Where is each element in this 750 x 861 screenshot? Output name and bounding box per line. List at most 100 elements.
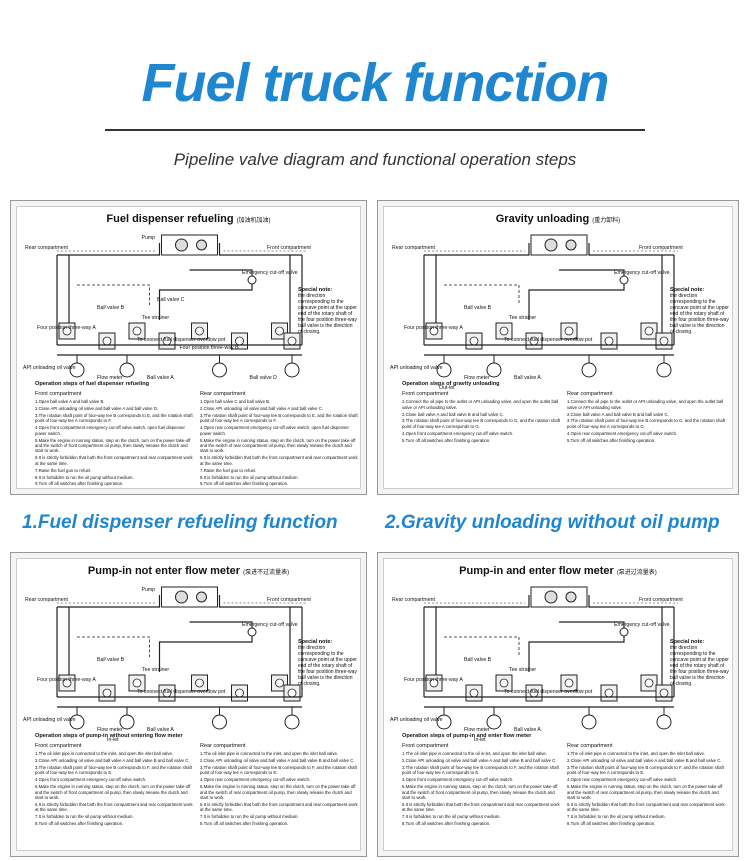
step-item: 3.The rotation shaft point of four-way t…	[402, 418, 561, 429]
label-pump: Pump	[141, 587, 156, 593]
label-tee: Tee strainer	[509, 315, 537, 321]
label-front: Front compartment	[639, 245, 683, 251]
step-item: 1.Open ball valve A and ball valve B.	[35, 399, 105, 405]
step-item: 5.Turn off all switches after finishing …	[567, 437, 656, 443]
operation-steps: Operation steps of pump-in without enter…	[35, 733, 358, 826]
step-item: 6.It is strictly forbidden that both the…	[567, 801, 725, 813]
label-ball-d: Ball valve D	[249, 375, 277, 381]
ball-valve-icon	[235, 688, 244, 698]
return-pipe	[444, 636, 520, 657]
emergency-valve-icon	[247, 275, 257, 285]
label-flow: Flow meter	[97, 727, 123, 733]
ball-valve-icon	[604, 336, 614, 346]
label-fourway: Four position three-way A	[37, 325, 96, 331]
label-fourway: Four position three-way A	[404, 677, 463, 683]
label-inlet: In-let	[107, 737, 119, 743]
label-connect: To connect fuel dispenser overflow pot	[504, 689, 593, 695]
flow-meter-icon	[581, 362, 597, 378]
pump-motor-icon	[196, 591, 207, 603]
pipe-diagram	[56, 234, 306, 378]
step-item: 8.It is forbidden to run the oil pump wi…	[35, 474, 134, 480]
right-pipe	[289, 607, 303, 697]
bottom-manifold	[57, 696, 302, 708]
step-item: 8.Turn off all switches after finishing …	[200, 821, 289, 827]
step-item: 6.It is strictly forbidden that both the…	[402, 801, 560, 813]
right-pipe	[661, 255, 675, 345]
left-pipe	[56, 607, 70, 697]
label-pump: Pump	[141, 235, 156, 241]
ball-valve-icon	[499, 678, 509, 688]
step-item: 7.It is forbidden to run the oil pump wi…	[35, 814, 134, 820]
front-compartment-head: Front compartment	[35, 743, 82, 749]
step-item: 1.Open ball valve C and ball valve B.	[200, 399, 271, 405]
left-pipe	[423, 255, 437, 345]
label-ball-b: Ball valve B	[97, 305, 125, 311]
step-item: 3.The rotation shaft point of four-way t…	[200, 765, 357, 776]
label-rear: Rear compartment	[25, 597, 68, 603]
ball-valve-icon	[659, 688, 669, 698]
step-item: 4.Open front compartment emergency cut-o…	[402, 430, 514, 436]
step-item: 1.The oil inlet pipe is connected to the…	[35, 751, 174, 757]
label-ball-b: Ball valve B	[97, 657, 125, 663]
label-tee: Tee strainer	[509, 667, 537, 673]
flow-meter-icon	[212, 362, 227, 378]
pump-motor-icon	[565, 591, 577, 603]
special-note-text: the direction corresponding to the conca…	[670, 293, 729, 335]
special-note-text: the direction corresponding to the conca…	[670, 645, 729, 687]
ball-valve-icon	[644, 678, 654, 688]
operation-steps-title: Operation steps of gravity unloading	[402, 381, 500, 387]
panel-title-text: Pump-in not enter flow meter	[87, 565, 241, 577]
panel-sheet: Pump-in not enter flow meter(泵进不过流量表)Rea…	[16, 558, 361, 851]
step-item: 3.The rotation shaft point of four-way t…	[35, 765, 192, 776]
panel-title-text: Gravity unloading	[495, 213, 590, 225]
step-item: 5.Make the engine in running status, ste…	[200, 437, 356, 454]
panel-title-cn: (加油机加油)	[236, 218, 271, 224]
label-ball-a: Ball valve A	[514, 375, 541, 381]
step-item: 6.It is strictly forbidden that both the…	[200, 455, 358, 466]
panel-title: Pump-in and enter flow meter(泵进过流量表)	[384, 565, 732, 577]
label-api: API unloading oil valve	[390, 365, 443, 371]
step-item: 3.The rotation shaft point of four-way t…	[567, 765, 724, 776]
ball-valve-icon	[235, 336, 244, 346]
label-connect: To connect fuel dispenser overflow pot	[137, 337, 226, 343]
step-item: 7.It is forbidden to run the oil pump wi…	[567, 814, 666, 820]
step-item: 2.Close API unloading oil valve and ball…	[200, 758, 355, 764]
pump-icon	[544, 238, 558, 252]
panel-sheet: Pump-in and enter flow meter(泵进过流量表)Rear…	[383, 558, 733, 851]
panel-sheet: Fuel dispenser refueling(加油机加油)Rear comp…	[16, 206, 361, 489]
emergency-valve-icon	[619, 627, 629, 637]
return-pipe	[77, 284, 150, 305]
pump-block	[530, 586, 588, 608]
flow-meter-icon	[212, 714, 227, 730]
bottom-manifold	[424, 344, 674, 356]
step-item: 2.Close API unloading oil valve and ball…	[567, 758, 722, 764]
step-item: 5.Make the engine in running status, ste…	[567, 784, 723, 801]
step-item: 2.Close API unloading oil valve and ball…	[35, 758, 190, 764]
operation-steps-title: Operation steps of pump-in without enter…	[35, 733, 183, 739]
page-title: Fuel truck function	[141, 53, 610, 113]
label-ball-a: Ball valve A	[147, 727, 174, 733]
step-item: 2.Close ball valve A and ball valve B an…	[567, 411, 669, 417]
step-item: 3.The rotation shaft point of four-way t…	[567, 418, 726, 429]
label-rear: Rear compartment	[25, 245, 68, 251]
flow-meter-icon	[656, 714, 672, 730]
step-item: 4.Open rear compartment emergency cut-of…	[567, 777, 678, 783]
step-item: 3.The rotation shaft point of four-way t…	[402, 765, 559, 776]
label-ball-b: Ball valve B	[464, 305, 492, 311]
panel-title-cn: (泵进过流量表)	[616, 570, 657, 576]
ball-valve-icon	[195, 678, 204, 688]
ball-valve-icon	[275, 678, 284, 688]
ball-valve-icon	[469, 336, 479, 346]
label-emergency: Emergency cut-off valve	[242, 622, 298, 628]
step-item: 8.It is forbidden to run the oil pump wi…	[200, 474, 299, 480]
step-item: 3.The rotation shaft point of four-way t…	[35, 413, 193, 424]
label-ball-b: Ball valve B	[464, 657, 492, 663]
emergency-valve-icon	[619, 275, 629, 285]
special-note-title: Special note:	[298, 639, 333, 645]
bottom-manifold	[57, 344, 302, 356]
panel-title-cn: (重力卸料)	[592, 218, 621, 224]
label-api: API unloading oil valve	[23, 365, 76, 371]
special-note: Special note:the direction corresponding…	[670, 287, 730, 335]
